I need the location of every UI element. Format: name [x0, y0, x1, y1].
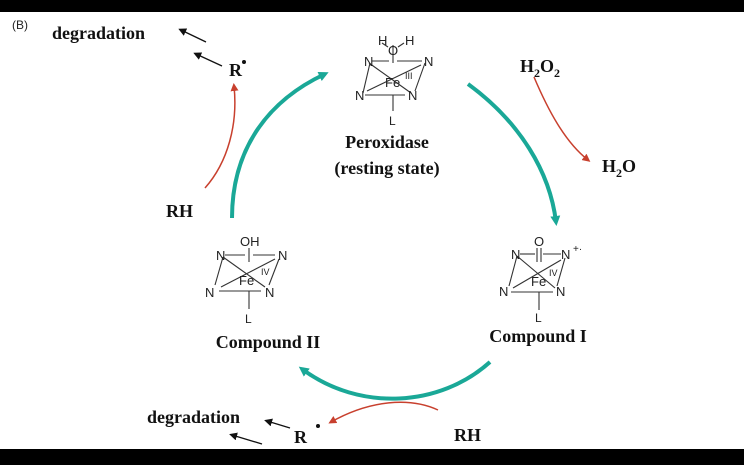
svg-text:N: N: [561, 247, 570, 262]
svg-text:N: N: [408, 88, 417, 103]
svg-text:N: N: [556, 284, 565, 299]
svg-text:L: L: [245, 312, 252, 326]
arrow-compound-i-to-compound-ii: [298, 360, 492, 401]
svg-text:N: N: [205, 285, 214, 300]
arrow-radical-to-degradation-top: [178, 28, 207, 43]
svg-text:L: L: [535, 311, 542, 325]
panel-label: (B): [12, 18, 28, 32]
radical-bottom-dot: [316, 424, 320, 428]
compound-i-structure: O N N +· N N Fe IV L: [499, 234, 582, 325]
arrow-radical-to-degradation-bottom: [264, 418, 291, 429]
svg-text:O: O: [388, 43, 398, 58]
degradation-top-label: degradation: [52, 23, 145, 43]
h2o-label: H2O: [602, 156, 636, 180]
compound-ii-title: Compound II: [216, 332, 321, 352]
svg-text:OH: OH: [240, 234, 260, 249]
diagram-canvas: (B) degradation R RH H2O2 H2O degradatio…: [0, 12, 744, 449]
svg-text:L: L: [389, 114, 396, 128]
arrow-radical-to-degradation-top-2: [193, 52, 223, 67]
svg-text:Fe: Fe: [239, 273, 254, 288]
svg-text:+·: +·: [573, 244, 582, 255]
radical-top-dot: [242, 60, 246, 64]
arrow-compound-ii-to-resting: [230, 72, 329, 219]
h2o2-label: H2O2: [520, 56, 560, 80]
peroxidase-cycle-diagram: (B) degradation R RH H2O2 H2O degradatio…: [12, 18, 636, 447]
svg-text:IV: IV: [549, 268, 558, 278]
rh-bottom-label: RH: [454, 425, 481, 445]
svg-text:H: H: [405, 33, 414, 48]
svg-text:Fe: Fe: [531, 274, 546, 289]
degradation-bottom-label: degradation: [147, 407, 240, 427]
arrow-rh-to-radical-bottom: [328, 401, 439, 424]
svg-text:N: N: [216, 248, 225, 263]
arrow-radical-to-degradation-bottom-2: [229, 432, 263, 445]
svg-text:O: O: [534, 234, 544, 249]
compound-i-title: Compound I: [489, 326, 587, 346]
arrow-h2o2-to-h2o: [533, 76, 591, 162]
compound-ii-structure: OH N N N N Fe IV L: [205, 234, 287, 326]
radical-top-label: R: [229, 60, 243, 80]
svg-text:N: N: [499, 284, 508, 299]
resting-state-subtitle: (resting state): [334, 158, 439, 179]
svg-text:N: N: [265, 285, 274, 300]
svg-text:N: N: [424, 54, 433, 69]
svg-text:N: N: [355, 88, 364, 103]
svg-text:N: N: [511, 247, 520, 262]
arrow-resting-to-compound-i: [466, 82, 561, 226]
rh-left-label: RH: [166, 201, 193, 221]
svg-text:N: N: [278, 248, 287, 263]
resting-state-title: Peroxidase: [345, 132, 429, 152]
svg-text:N: N: [364, 54, 373, 69]
resting-state-structure: H O H N N N N Fe III L: [355, 33, 433, 128]
svg-text:H: H: [378, 33, 387, 48]
radical-bottom-label: R: [294, 427, 308, 447]
svg-text:Fe: Fe: [385, 75, 400, 90]
svg-text:III: III: [405, 71, 413, 81]
arrow-rh-to-radical-top: [204, 83, 239, 189]
svg-text:IV: IV: [261, 267, 270, 277]
